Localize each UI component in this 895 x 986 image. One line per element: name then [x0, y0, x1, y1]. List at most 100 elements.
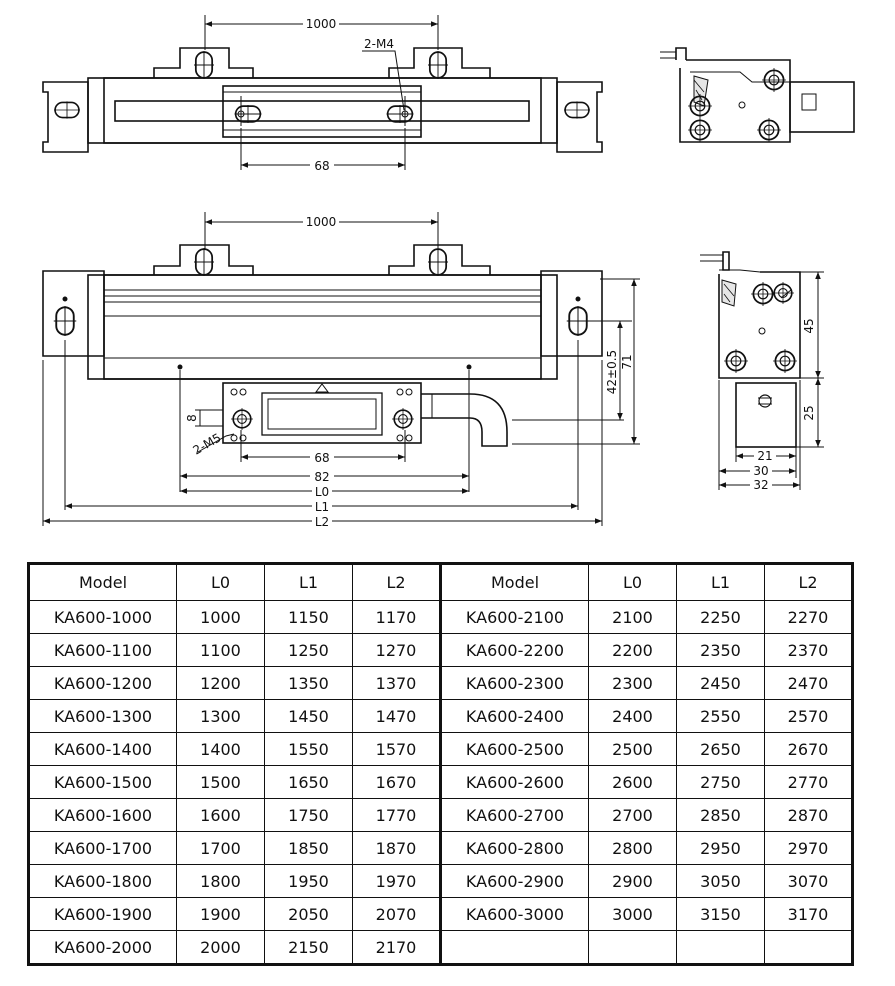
right-l1-cell: 2850: [676, 798, 765, 832]
right-model-cell: KA600-2200: [440, 633, 589, 667]
left-l0-cell: 1000: [176, 600, 265, 634]
left-l2-cell: 1970: [352, 864, 442, 898]
left-model-cell: KA600-1200: [28, 666, 177, 700]
spec-table: Model L0 L1 L2 Model L0 L1 L2 KA600-1000…: [27, 562, 854, 966]
width-label-21: 21: [757, 449, 772, 463]
right-l2-cell: 3070: [764, 864, 853, 898]
left-l2-cell: 1270: [352, 633, 442, 667]
left-l1-cell: 1850: [264, 831, 353, 865]
header-l1-right: L1: [676, 563, 765, 601]
right-l0-cell: 3000: [588, 897, 677, 931]
right-l0-cell: 2200: [588, 633, 677, 667]
height-lower-label: 25: [802, 405, 816, 420]
table-header-row: Model L0 L1 L2 Model L0 L1 L2: [28, 563, 853, 601]
left-model-cell: KA600-1500: [28, 765, 177, 799]
left-l0-cell: 1200: [176, 666, 265, 700]
right-l0-cell: 2600: [588, 765, 677, 799]
header-l2-left: L2: [352, 563, 442, 601]
left-l1-cell: 1450: [264, 699, 353, 733]
left-l2-cell: 2170: [352, 930, 442, 965]
right-l2-cell: 2570: [764, 699, 853, 733]
right-l1-cell: 2350: [676, 633, 765, 667]
head-width-label: 82: [314, 470, 329, 484]
left-l0-cell: 2000: [176, 930, 265, 965]
length-label-l2: L2: [315, 515, 329, 529]
right-model-cell: KA600-2700: [440, 798, 589, 832]
right-l1-cell: 2250: [676, 600, 765, 634]
front-span-label: 1000: [306, 215, 337, 229]
header-l0-left: L0: [176, 563, 265, 601]
right-model-cell: KA600-2600: [440, 765, 589, 799]
left-l2-cell: 1870: [352, 831, 442, 865]
left-l1-cell: 1650: [264, 765, 353, 799]
header-model-left: Model: [28, 563, 177, 601]
right-l2-cell: 2470: [764, 666, 853, 700]
left-l1-cell: 1350: [264, 666, 353, 700]
right-l1-cell: 2650: [676, 732, 765, 766]
right-l0-cell: 2500: [588, 732, 677, 766]
left-model-cell: KA600-1100: [28, 633, 177, 667]
left-l2-cell: 1470: [352, 699, 442, 733]
left-model-cell: KA600-1800: [28, 864, 177, 898]
height-mount-label: 42±0.5: [605, 350, 619, 394]
right-l1-cell: 2550: [676, 699, 765, 733]
right-model-cell: KA600-2300: [440, 666, 589, 700]
top-side-view: [660, 47, 855, 143]
left-l1-cell: 2050: [264, 897, 353, 931]
left-l0-cell: 1600: [176, 798, 265, 832]
right-l0-cell: 2700: [588, 798, 677, 832]
left-l2-cell: 2070: [352, 897, 442, 931]
left-model-cell: KA600-1000: [28, 600, 177, 634]
top-view: [42, 47, 603, 153]
left-l0-cell: 1300: [176, 699, 265, 733]
left-l2-cell: 1670: [352, 765, 442, 799]
left-model-cell: KA600-2000: [28, 930, 177, 965]
right-l1-cell: 2950: [676, 831, 765, 865]
right-l0-cell: 2800: [588, 831, 677, 865]
right-l2-cell: 2270: [764, 600, 853, 634]
top-span-label: 1000: [306, 17, 337, 31]
top-pitch-label: 68: [314, 159, 329, 173]
right-l1-cell: 2750: [676, 765, 765, 799]
left-l2-cell: 1570: [352, 732, 442, 766]
right-l0-cell: 2100: [588, 600, 677, 634]
front-thread-label: 2-M5: [191, 430, 224, 457]
right-model-cell: KA600-2500: [440, 732, 589, 766]
left-l1-cell: 1250: [264, 633, 353, 667]
right-l0-cell: 2400: [588, 699, 677, 733]
header-model-right: Model: [440, 563, 589, 601]
right-model-cell: KA600-2100: [440, 600, 589, 634]
left-model-cell: KA600-1900: [28, 897, 177, 931]
right-l2-cell: 2670: [764, 732, 853, 766]
left-l2-cell: 1370: [352, 666, 442, 700]
left-model-cell: KA600-1700: [28, 831, 177, 865]
front-small-dim-label: 8: [185, 414, 199, 422]
header-l2-right: L2: [764, 563, 853, 601]
header-l0-right: L0: [588, 563, 677, 601]
left-model-cell: KA600-1300: [28, 699, 177, 733]
left-l0-cell: 1400: [176, 732, 265, 766]
left-model-cell: KA600-1400: [28, 732, 177, 766]
left-l2-cell: 1170: [352, 600, 442, 634]
length-label-l1: L1: [315, 500, 329, 514]
left-l0-cell: 1500: [176, 765, 265, 799]
height-total-label: 71: [620, 354, 634, 369]
right-l1-cell: 3050: [676, 864, 765, 898]
right-l0-cell: 2300: [588, 666, 677, 700]
right-l1-cell: [676, 930, 765, 965]
left-l2-cell: 1770: [352, 798, 442, 832]
width-label-30: 30: [753, 464, 768, 478]
left-l0-cell: 1900: [176, 897, 265, 931]
right-l2-cell: 2970: [764, 831, 853, 865]
right-l2-cell: [764, 930, 853, 965]
length-label-l0: L0: [315, 485, 329, 499]
right-model-cell: KA600-2400: [440, 699, 589, 733]
